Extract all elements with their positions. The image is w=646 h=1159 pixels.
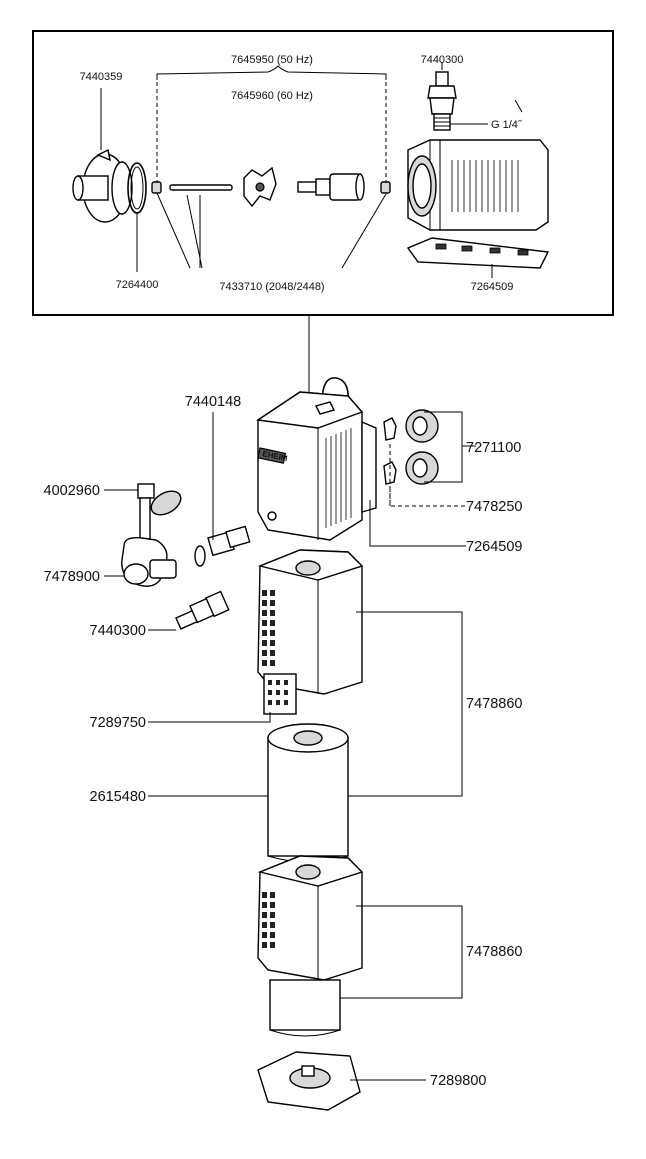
- label-suction-cups: 7271100: [466, 440, 521, 456]
- suction-cups-drawing: [405, 409, 439, 485]
- rotor-assembly-drawing: [151, 166, 391, 208]
- label-connector-piece: 7440148: [185, 394, 241, 410]
- label-hose-connector-inset: 7440300: [421, 54, 464, 66]
- label-impeller-shaft: 7433710 (2048/2448): [219, 281, 324, 293]
- motor-housing-drawing: [407, 139, 549, 231]
- impeller-cover-drawing: [72, 148, 133, 223]
- filter-sponge-drawing: [267, 723, 349, 863]
- label-slot-cover: 7289750: [90, 715, 146, 731]
- lower-filter-container-drawing: [257, 855, 364, 1037]
- clips-leader: [389, 444, 466, 507]
- upper-filter-container-drawing: [257, 549, 364, 695]
- label-air-valve: 4002960: [44, 483, 100, 499]
- lower-container-leader: [340, 905, 463, 999]
- holder-plate-leader: [369, 500, 466, 547]
- pump-head-drawing: EHEIM: [256, 377, 377, 541]
- label-hose-nozzle: 7440300: [90, 623, 146, 639]
- label-base-cap: 7289800: [430, 1073, 486, 1089]
- outlet-assembly-drawing: [121, 483, 182, 587]
- label-filter-container-top: 7478860: [466, 696, 522, 712]
- label-thread: G 1/4˝: [491, 119, 523, 131]
- label-motor-50hz: 7645950 (50 Hz): [231, 54, 313, 66]
- upper-container-leader: [348, 611, 463, 797]
- label-filter-sponge: 2615480: [90, 789, 146, 805]
- slot-cover-drawing: [263, 673, 297, 715]
- connector-piece-drawing: [194, 525, 251, 567]
- label-motor-60hz: 7645960 (60 Hz): [231, 90, 313, 102]
- motor-bracket: [156, 65, 387, 80]
- clips-drawing: [383, 417, 397, 485]
- inset-panel: 7440359 7645950 (50 Hz) 7645960 (60 Hz) …: [32, 30, 614, 316]
- hose-connector-drawing: [427, 71, 457, 131]
- slot-cover-leader: [148, 712, 271, 723]
- suction-cup-leader: [424, 411, 476, 483]
- label-seal-ring: 7264400: [116, 279, 159, 291]
- label-pump-outlet: 7478900: [44, 569, 100, 585]
- label-clips: 7478250: [466, 499, 522, 515]
- label-filter-container-bottom: 7478860: [466, 944, 522, 960]
- base-cap-drawing: [257, 1051, 361, 1111]
- label-impeller-cover: 7440359: [80, 71, 123, 83]
- label-mounting-plate-inset: 7264509: [471, 281, 514, 293]
- mounting-plate-drawing: [406, 237, 550, 269]
- hose-nozzle-drawing: [175, 590, 230, 630]
- shaft-leader: [156, 192, 387, 269]
- label-holder-plate: 7264509: [466, 539, 522, 555]
